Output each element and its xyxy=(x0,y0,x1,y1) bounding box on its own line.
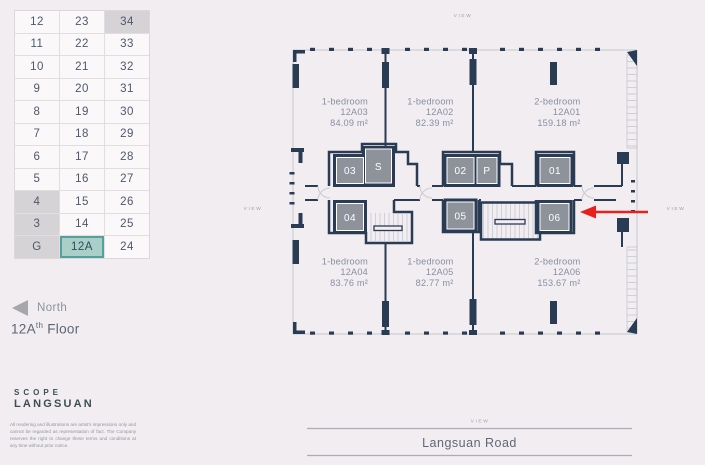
floor-cell-21[interactable]: 21 xyxy=(60,56,104,78)
road-name-label: Langsuan Road xyxy=(422,436,517,450)
unit-12A03-area: 84.09 m² xyxy=(330,118,368,128)
floor-cell-11[interactable]: 11 xyxy=(15,33,59,55)
floor-cell-9[interactable]: 9 xyxy=(15,78,59,100)
floor-cell-18[interactable]: 18 xyxy=(60,123,104,145)
floor-cell-32[interactable]: 32 xyxy=(105,56,149,78)
core-label-s: S xyxy=(375,162,382,173)
core-label-01: 01 xyxy=(549,166,561,177)
floor-cell-29[interactable]: 29 xyxy=(105,123,149,145)
unit-12A04-number: 12A04 xyxy=(340,267,368,277)
unit-12A01-area: 159.18 m² xyxy=(537,118,580,128)
facade-hatch-top xyxy=(626,54,638,149)
door-arcs xyxy=(317,185,595,201)
floor-cell-16[interactable]: 16 xyxy=(60,168,104,190)
floor-cell-27[interactable]: 27 xyxy=(105,168,149,190)
floor-cell-26[interactable]: 26 xyxy=(105,191,149,213)
north-label: North xyxy=(37,302,68,314)
current-floor-label: 12Ath Floor xyxy=(11,321,80,337)
core-boxes xyxy=(336,148,571,231)
floor-cell-23[interactable]: 23 xyxy=(60,11,104,33)
unit-12A04-type: 1-bedroom xyxy=(322,257,368,267)
floor-cell-10[interactable]: 10 xyxy=(15,56,59,78)
stair-landing-west xyxy=(373,225,403,232)
stair-landing-east xyxy=(494,218,526,225)
view-label-bottom: VIEW xyxy=(471,419,490,425)
floor-cell-20[interactable]: 20 xyxy=(60,78,104,100)
floor-cell-G[interactable]: G xyxy=(15,236,59,258)
unit-12A02-type: 1-bedroom xyxy=(407,97,453,107)
floor-cell-3[interactable]: 3 xyxy=(15,213,59,235)
column-ticks-bottom xyxy=(310,331,600,335)
floor-cell-7[interactable]: 7 xyxy=(15,123,59,145)
unit-12A05-number: 12A05 xyxy=(426,267,454,277)
unit-12A02-number: 12A02 xyxy=(426,107,454,117)
floor-cell-4[interactable]: 4 xyxy=(15,191,59,213)
core-label-05: 05 xyxy=(454,212,466,223)
disclaimer-text: All rendering and illustrations are arti… xyxy=(10,422,136,449)
core-label-02: 02 xyxy=(454,166,466,177)
unit-12A04-area: 83.76 m² xyxy=(330,278,368,288)
view-label-top: VIEW xyxy=(454,13,473,19)
column-ticks-top xyxy=(310,47,600,51)
unit-06-pointer-arrow xyxy=(580,205,648,219)
floor-cell-19[interactable]: 19 xyxy=(60,101,104,123)
core-label-03: 03 xyxy=(344,166,356,177)
unit-12A06-type: 2-bedroom xyxy=(534,257,580,267)
unit-divider-walls xyxy=(384,50,474,334)
unit-12A02-area: 82.39 m² xyxy=(416,118,454,128)
view-label-left: VIEW xyxy=(244,206,263,212)
floor-cell-30[interactable]: 30 xyxy=(105,101,149,123)
unit-12A03-number: 12A03 xyxy=(340,107,368,117)
unit-12A03-type: 1-bedroom xyxy=(322,97,368,107)
unit-12A05-area: 82.77 m² xyxy=(416,278,454,288)
floor-cell-12[interactable]: 12 xyxy=(15,11,59,33)
unit-12A06-area: 153.67 m² xyxy=(537,278,580,288)
floor-cell-22[interactable]: 22 xyxy=(60,33,104,55)
view-label-right: VIEW xyxy=(667,206,686,212)
north-arrow-icon xyxy=(12,300,28,316)
core-label-p: P xyxy=(483,166,490,177)
floor-cell-12A[interactable]: 12A xyxy=(60,236,104,258)
floor-cell-33[interactable]: 33 xyxy=(105,33,149,55)
floor-cell-31[interactable]: 31 xyxy=(105,78,149,100)
floor-cell-17[interactable]: 17 xyxy=(60,146,104,168)
floor-cell-6[interactable]: 6 xyxy=(15,146,59,168)
unit-12A06-number: 12A06 xyxy=(553,267,581,277)
core-label-04: 04 xyxy=(344,213,356,224)
brand-logo: SCOPE LANGSUAN xyxy=(14,388,94,410)
corner-wall-topright xyxy=(627,50,637,66)
floor-cell-15[interactable]: 15 xyxy=(60,191,104,213)
unit-12A01-type: 2-bedroom xyxy=(534,97,580,107)
brand-logo-line1: SCOPE xyxy=(14,388,63,397)
floor-cell-34[interactable]: 34 xyxy=(105,11,149,33)
brand-logo-line2: LANGSUAN xyxy=(14,398,94,410)
floor-cell-25[interactable]: 25 xyxy=(105,213,149,235)
wall-columns xyxy=(289,48,635,335)
road-lines xyxy=(307,427,632,457)
floor-cell-24[interactable]: 24 xyxy=(105,236,149,258)
north-indicator: North xyxy=(12,300,67,316)
floor-cell-8[interactable]: 8 xyxy=(15,101,59,123)
floor-cell-5[interactable]: 5 xyxy=(15,168,59,190)
facade-hatch-bottom xyxy=(626,246,638,333)
floor-cell-28[interactable]: 28 xyxy=(105,146,149,168)
unit-12A05-type: 1-bedroom xyxy=(407,257,453,267)
corner-wall-bottomright xyxy=(627,318,637,334)
corridor-walls xyxy=(305,185,622,201)
floor-cell-14[interactable]: 14 xyxy=(60,213,104,235)
core-label-06: 06 xyxy=(548,213,560,224)
unit-12A01-number: 12A01 xyxy=(553,107,581,117)
